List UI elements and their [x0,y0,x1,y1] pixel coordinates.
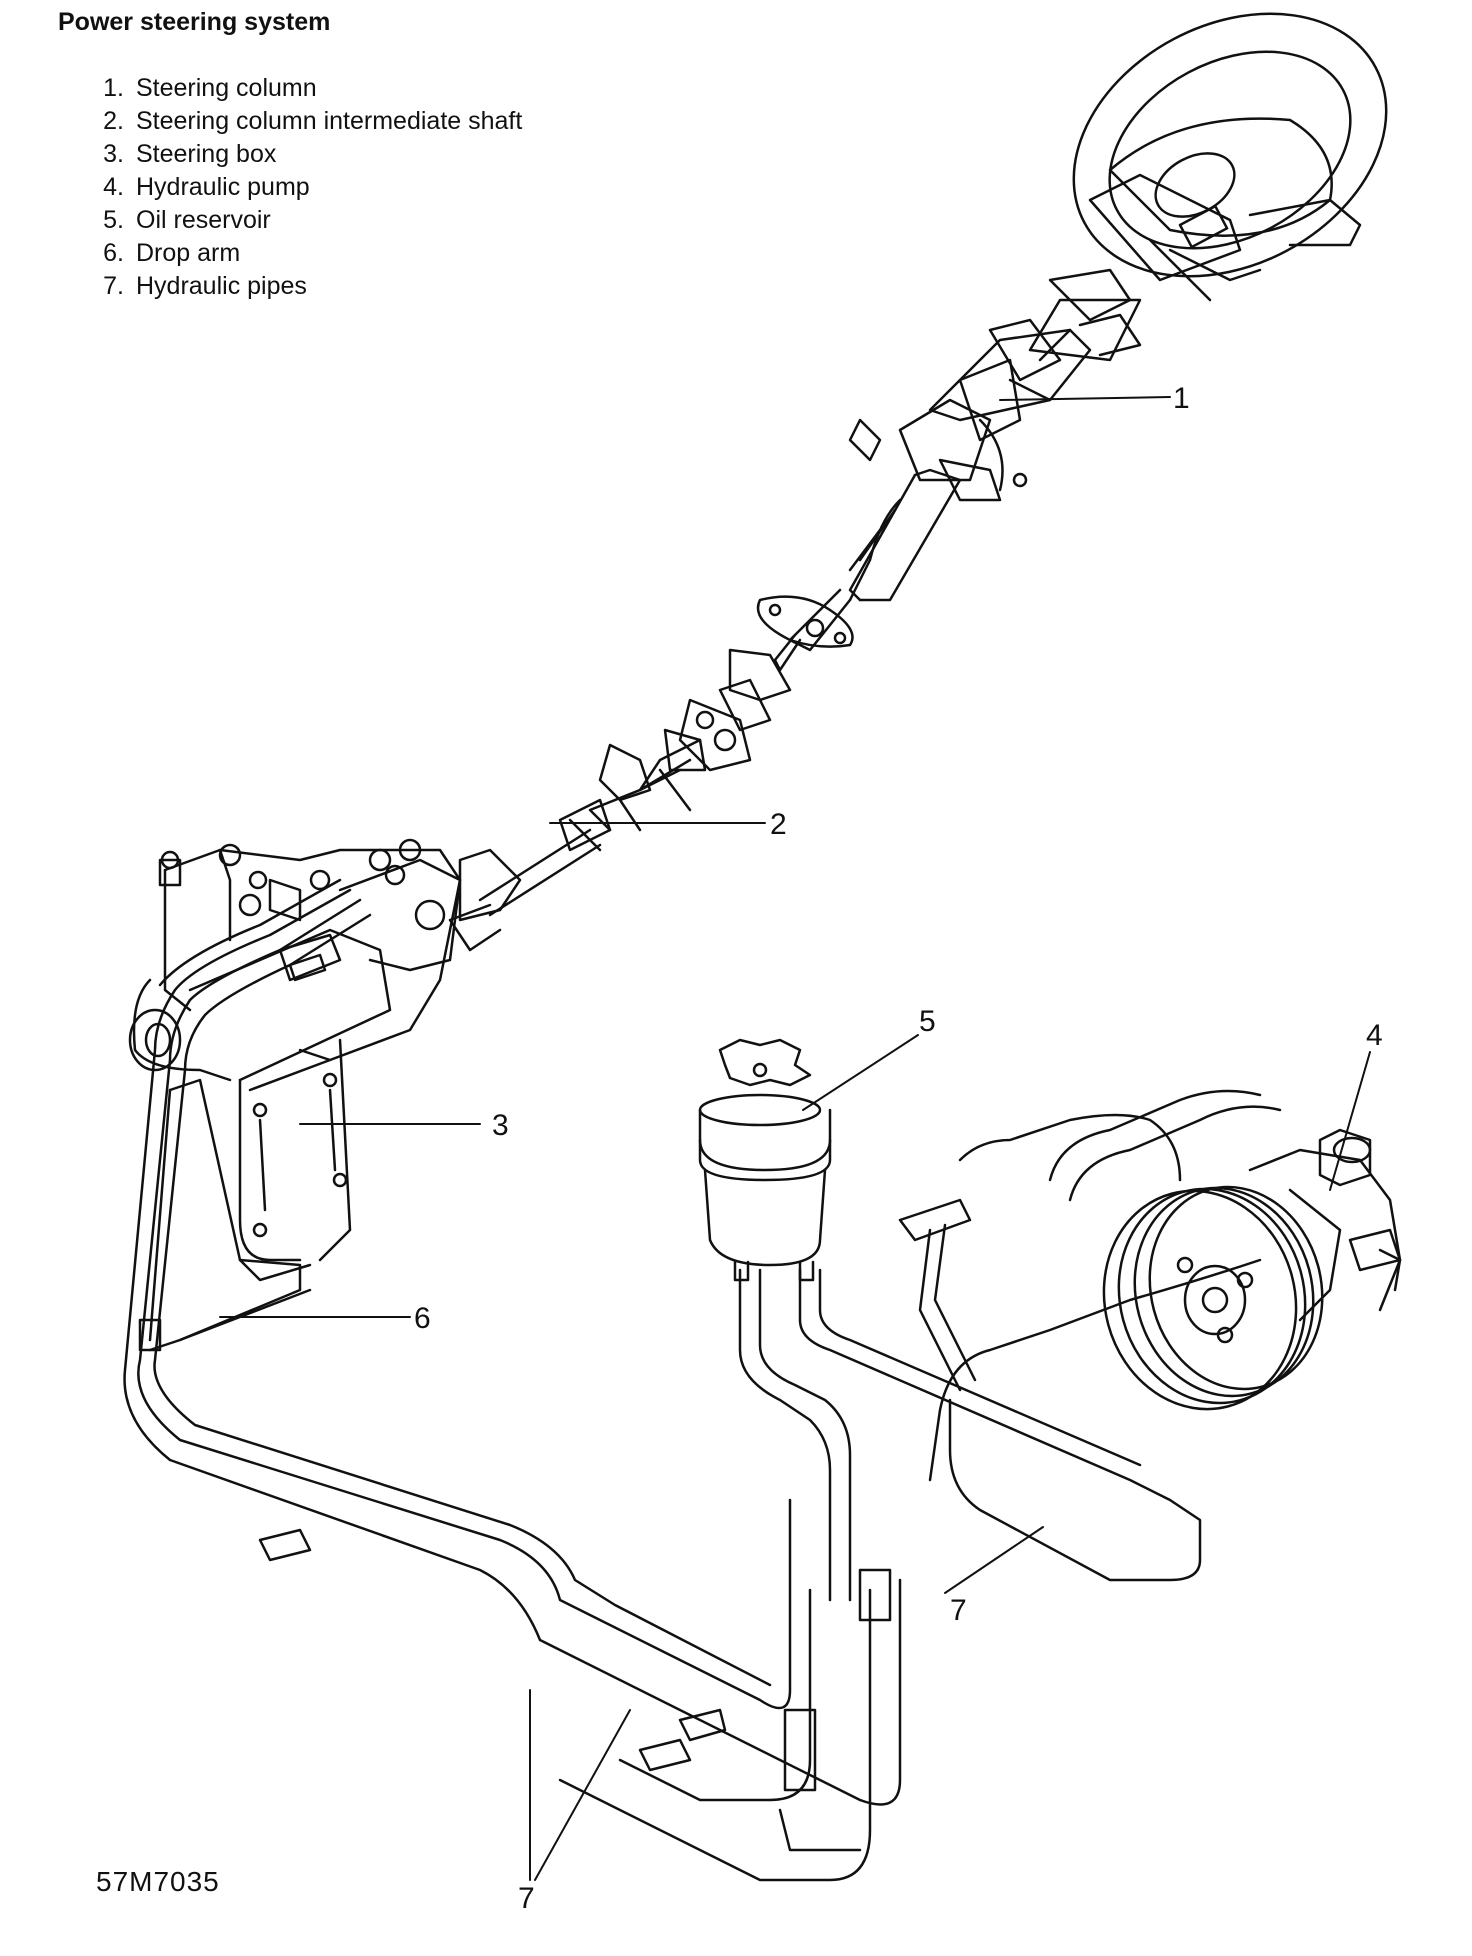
callout-leaders [219,396,1371,1881]
hydraulic-pump [1102,1128,1402,1411]
legend-label: Hydraulic pump [136,173,310,201]
callout-1: 1 [1173,382,1190,415]
legend-item: 2.Steering column intermediate shaft [80,105,522,138]
callout-6: 6 [414,1302,431,1335]
callout-4: 4 [1366,1019,1383,1052]
legend-item: 4.Hydraulic pump [80,171,522,204]
legend-label: Steering column [136,74,317,102]
callout-3: 3 [492,1109,509,1142]
callout-7-right: 7 [950,1594,967,1627]
legend-item: 6.Drop arm [80,237,522,270]
drop-arm [138,1078,312,1352]
oil-reservoir [698,1038,832,1282]
figure-id: 57M7035 [96,1866,220,1897]
legend-label: Steering box [136,140,277,168]
intermediate-shaft [448,648,792,952]
hydraulic-pipes [123,878,1282,1882]
steering-column [756,268,1142,672]
callout-2: 2 [770,808,787,841]
callout-7-bottom: 7 [518,1882,535,1915]
legend-label: Hydraulic pipes [136,272,307,300]
legend-item: 3.Steering box [80,138,522,171]
legend-list: 1.Steering column 2.Steering column inte… [80,72,522,303]
diagram-title: Power steering system [58,8,331,36]
legend-item: 5.Oil reservoir [80,204,522,237]
legend-item: 1.Steering column [80,72,522,105]
callout-labels: 1 2 3 4 5 6 7 7 [414,382,1383,1915]
legend-label: Drop arm [136,239,241,267]
steering-wheel [1072,12,1388,302]
legend-item: 7.Hydraulic pipes [80,270,522,303]
callout-5: 5 [919,1005,936,1038]
legend-label: Oil reservoir [136,206,271,234]
legend-label: Steering column intermediate shaft [136,107,523,135]
steering-box [128,838,462,1282]
